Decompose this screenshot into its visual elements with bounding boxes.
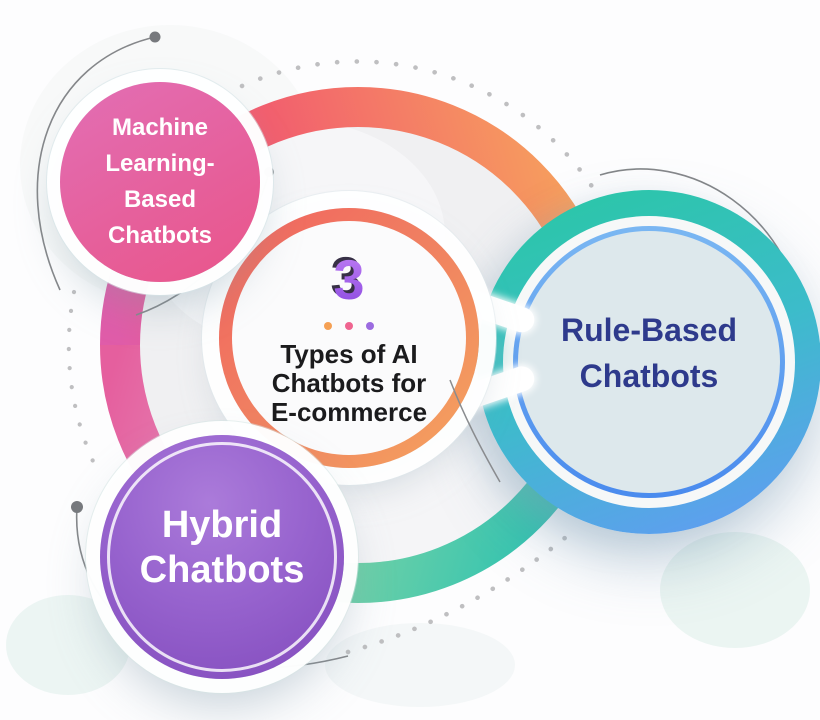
machine-learning-label-line: Machine [111,114,209,141]
diagram-title-line: Types of AI [280,338,418,369]
separator-dot-orange [324,321,332,330]
separator-dots [324,321,374,330]
center-badge: 3 Types of AI Chatbots for E-commerce [219,208,479,468]
arc-end-dot [149,31,161,43]
diagram-title: Types of AI Chatbots for E-commerce [270,338,428,427]
rule-based-label: Rule-Based Chatbots [561,307,737,399]
bubble-machine-learning: Machine Learning- Based Chatbots [60,82,260,282]
hybrid-label: Hybrid Chatbots [140,503,305,593]
hybrid-label-line: Hybrid [161,504,283,546]
dotted-arc-bottom [345,525,580,655]
bubble-hybrid: Hybrid Chatbots [100,435,344,679]
machine-learning-label: Machine Learning- Based Chatbots [105,110,214,254]
dotted-arc-left [66,289,100,473]
diagram-title-line: Chatbots for [271,367,427,398]
machine-learning-label-line: Chatbots [108,222,212,249]
arc-end-dot [264,167,274,177]
rule-based-label-line: Chatbots [579,358,719,394]
rule-based-label-line: Rule-Based [560,312,738,348]
diagram-title-line: E-commerce [270,396,428,427]
machine-learning-label-line: Based [123,186,197,213]
bubble-rule-based: Rule-Based Chatbots [477,190,820,534]
count-number: 3 [333,247,365,311]
center-badge-fill: 3 Types of AI Chatbots for E-commerce [232,221,466,455]
separator-dot-pink [345,321,353,330]
hybrid-label-line: Chatbots [139,549,305,591]
arc-end-dot [71,501,83,513]
separator-dot-purple [366,321,374,330]
rule-fill: Rule-Based Chatbots [518,231,780,493]
dotted-arc-top [239,59,596,191]
machine-learning-label-line: Learning- [105,150,215,177]
